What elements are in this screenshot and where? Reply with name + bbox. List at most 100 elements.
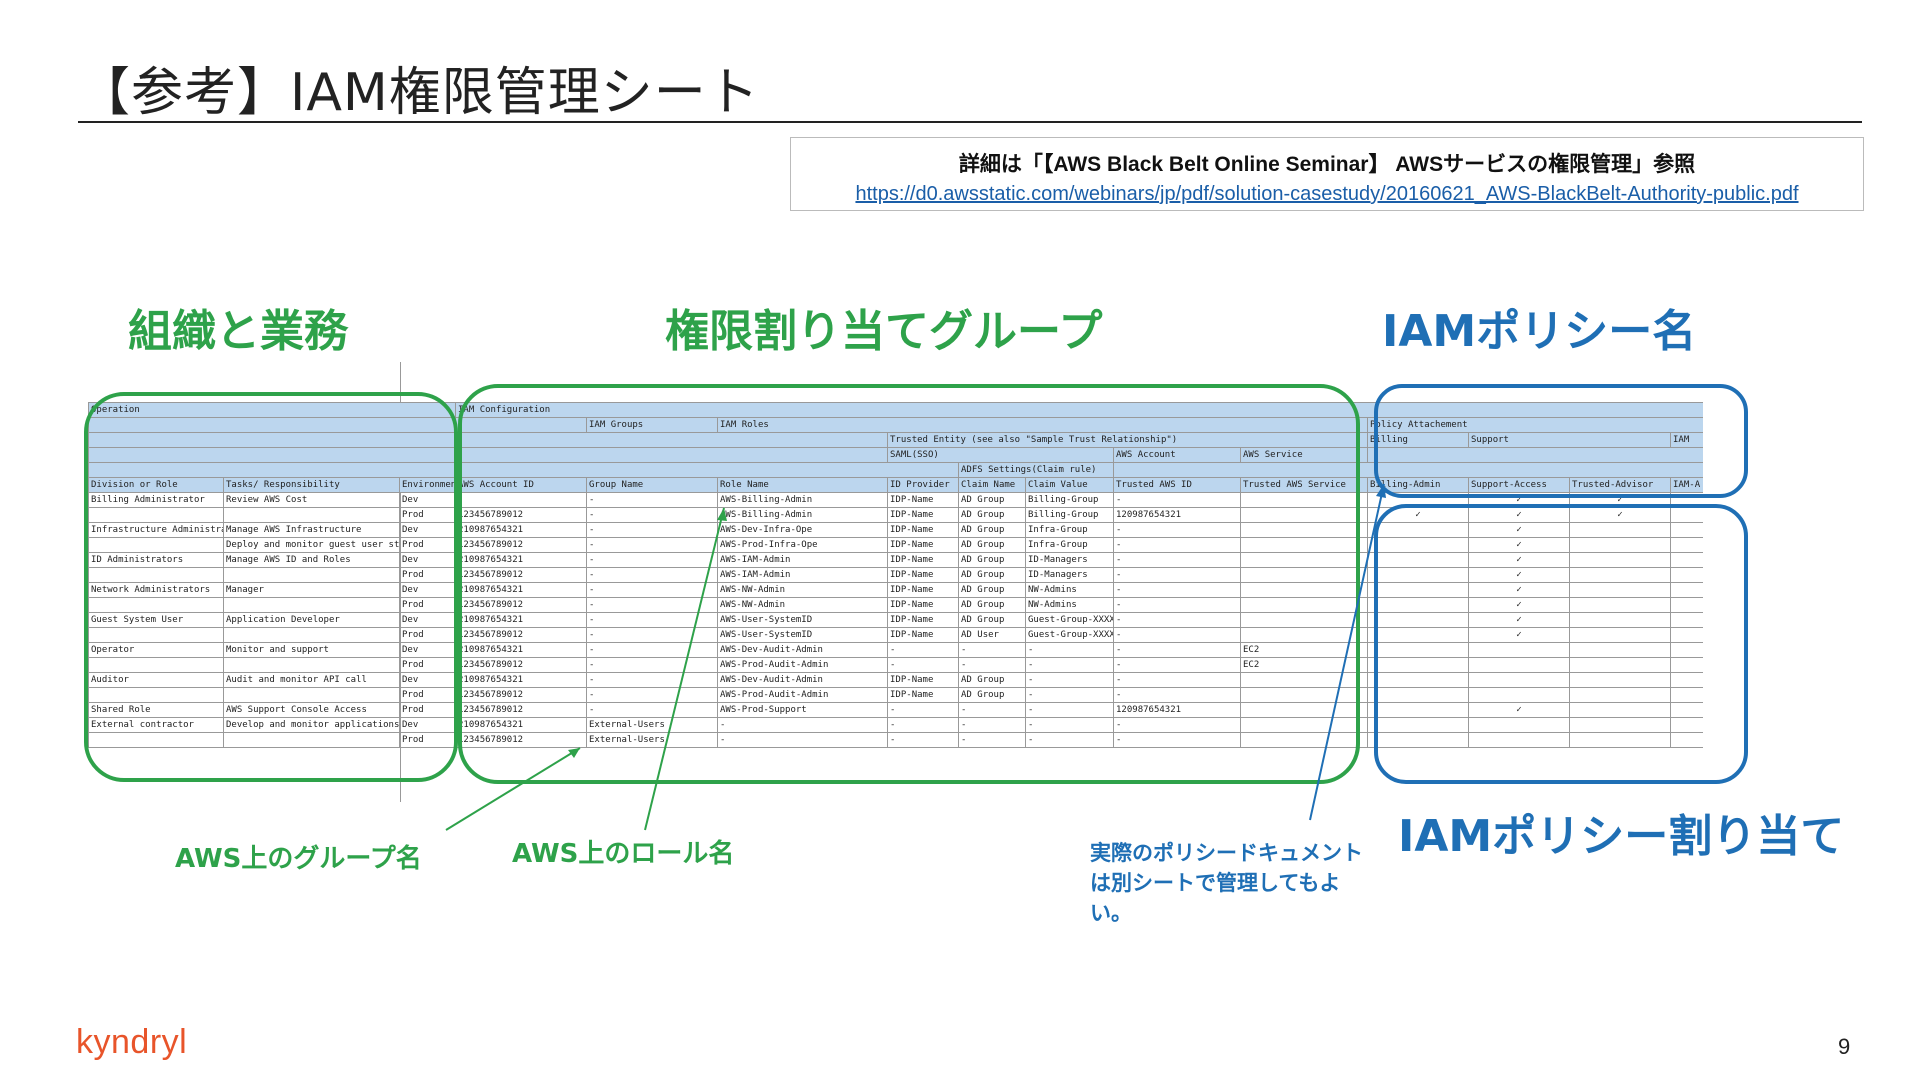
table-cell-i [1670, 492, 1703, 508]
col-idp: ID Provider [887, 477, 960, 493]
table-cell-ts: EC2 [1240, 642, 1369, 658]
table-cell-role: AWS-IAM-Admin [717, 567, 889, 583]
table-cell-s [1468, 657, 1571, 673]
table-cell-acct: 123456789012 [455, 687, 588, 703]
table-cell-s [1468, 717, 1571, 733]
table-cell-b [1367, 672, 1470, 688]
col-iam-admin: IAM-A [1670, 477, 1703, 493]
table-cell-task [223, 507, 400, 523]
reference-box: 詳細は「【AWS Black Belt Online Seminar】 AWSサ… [790, 137, 1864, 211]
table-cell-tid: - [1113, 582, 1242, 598]
table-cell-task [223, 567, 400, 583]
table-cell-ts [1240, 552, 1369, 568]
table-cell-t [1569, 732, 1672, 748]
label-org: 組織と業務 [128, 306, 348, 357]
table-cell-env: Prod [398, 567, 457, 583]
col-support-access: Support-Access [1468, 477, 1571, 493]
table-cell-cv: NW-Admins [1025, 582, 1115, 598]
table-cell-b [1367, 597, 1470, 613]
table-cell-ts [1240, 702, 1369, 718]
table-cell-ts [1240, 672, 1369, 688]
table-cell-div: Billing Administrator [88, 492, 224, 508]
table-cell-b [1367, 687, 1470, 703]
table-cell-task: Review AWS Cost [223, 492, 400, 508]
table-cell-i [1670, 552, 1703, 568]
table-cell-grp: - [586, 507, 719, 523]
table-cell-t [1569, 672, 1672, 688]
h-aws-account: AWS Account [1113, 447, 1242, 463]
table-cell-cv: Billing-Group [1025, 507, 1115, 523]
label-aws-group: AWS上のグループ名 [175, 844, 422, 874]
table-cell-tid: - [1113, 537, 1242, 553]
table-cell-i [1670, 732, 1703, 748]
table-cell-cv: Guest-Group-XXXX [1025, 627, 1115, 643]
table-cell-acct: 210987654321 [455, 612, 588, 628]
table-cell-idp: IDP-Name [887, 552, 960, 568]
reference-link[interactable]: https://d0.awsstatic.com/webinars/jp/pdf… [855, 183, 1799, 205]
table-cell-s: ✓ [1468, 597, 1571, 613]
table-cell-cv: - [1025, 642, 1115, 658]
table-cell-tid: - [1113, 612, 1242, 628]
table-cell-div [88, 507, 224, 523]
table-cell-env: Prod [398, 597, 457, 613]
table-cell-cv: ID-Managers [1025, 552, 1115, 568]
table-cell-t [1569, 522, 1672, 538]
table-cell-role: AWS-Prod-Support [717, 702, 889, 718]
table-cell-t [1569, 657, 1672, 673]
table-cell-i [1670, 657, 1703, 673]
table-cell-grp: - [586, 687, 719, 703]
table-cell-b [1367, 582, 1470, 598]
table-cell-b [1367, 552, 1470, 568]
h-iam-config: IAM Configuration [455, 402, 1703, 418]
table-cell-s: ✓ [1468, 567, 1571, 583]
table-cell-t [1569, 552, 1672, 568]
table-cell-s [1468, 732, 1571, 748]
table-cell-role: AWS-User-SystemID [717, 627, 889, 643]
table-cell-div [88, 537, 224, 553]
table-cell-ts [1240, 522, 1369, 538]
table-cell-i [1670, 627, 1703, 643]
table-cell-task: Application Developer [223, 612, 400, 628]
col-claim-value: Claim Value [1025, 477, 1115, 493]
title-divider [78, 121, 1862, 123]
table-cell-cv: Infra-Group [1025, 537, 1115, 553]
table-cell-env: Prod [398, 687, 457, 703]
table-cell-b [1367, 492, 1470, 508]
table-cell-ts [1240, 687, 1369, 703]
table-cell-div [88, 687, 224, 703]
h-operation: Operation [88, 402, 457, 418]
col-trusted-id: Trusted AWS ID [1113, 477, 1242, 493]
col-trusted-advisor: Trusted-Advisor [1569, 477, 1672, 493]
table-cell-tid: - [1113, 627, 1242, 643]
table-cell-cv: - [1025, 687, 1115, 703]
table-cell-env: Prod [398, 507, 457, 523]
table-cell-task: Audit and monitor API call [223, 672, 400, 688]
table-cell-grp: - [586, 657, 719, 673]
table-cell-acct: 123456789012 [455, 627, 588, 643]
table-cell-div [88, 627, 224, 643]
table-cell-acct: 123456789012 [455, 702, 588, 718]
table-cell-cv: - [1025, 672, 1115, 688]
col-division: Division or Role [88, 477, 224, 493]
table-cell-env: Prod [398, 537, 457, 553]
col-claim-name: Claim Name [958, 477, 1027, 493]
h-trusted-entity: Trusted Entity (see also "Sample Trust R… [887, 432, 1369, 448]
policy-doc-note: 実際のポリシードキュメントは別シートで管理してもよい。 [1090, 841, 1363, 925]
table-cell-b [1367, 732, 1470, 748]
table-cell-tid: - [1113, 492, 1242, 508]
table-cell-idp: IDP-Name [887, 582, 960, 598]
table-cell-ts [1240, 492, 1369, 508]
table-cell-ts: EC2 [1240, 657, 1369, 673]
table-cell-i [1670, 717, 1703, 733]
table-cell-cv: ID-Managers [1025, 567, 1115, 583]
col-billing-admin: Billing-Admin [1367, 477, 1470, 493]
table-cell-acct: - [455, 492, 588, 508]
table-cell-task: Deploy and monitor guest user stacks. [223, 537, 400, 553]
table-cell-cn: AD Group [958, 552, 1027, 568]
table-cell-tid: - [1113, 567, 1242, 583]
table-cell-ts [1240, 717, 1369, 733]
